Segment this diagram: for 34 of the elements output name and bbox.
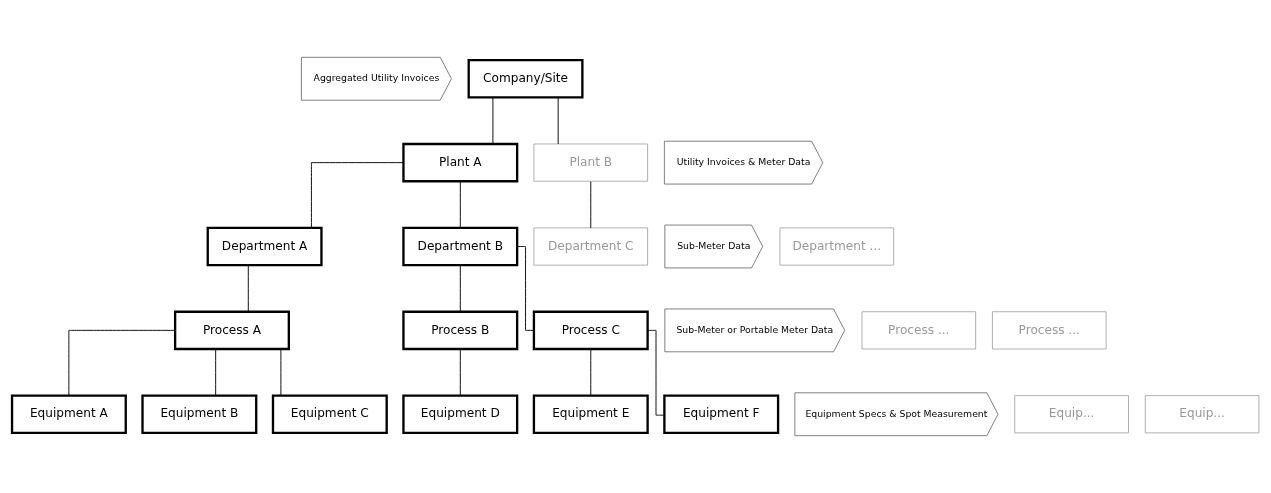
node-box: Process A bbox=[173, 310, 290, 351]
connector bbox=[247, 265, 249, 313]
node-box: Process C bbox=[532, 310, 649, 351]
connector bbox=[557, 97, 559, 145]
connector bbox=[647, 329, 665, 416]
node-box: Equipment C bbox=[271, 394, 388, 435]
node-box: Process ... bbox=[861, 311, 977, 350]
node-box: Equip... bbox=[1144, 395, 1260, 434]
node-box: Plant A bbox=[402, 142, 519, 183]
node-box: Equipment A bbox=[10, 394, 127, 435]
node-box: Department C bbox=[533, 227, 649, 266]
connector bbox=[215, 348, 217, 397]
node-box: Company/Site bbox=[467, 58, 584, 99]
connector bbox=[280, 348, 282, 397]
connector bbox=[310, 162, 404, 228]
connector bbox=[590, 348, 592, 397]
node-box: Process ... bbox=[991, 311, 1107, 350]
connector bbox=[459, 181, 461, 229]
connector bbox=[68, 329, 176, 396]
connector bbox=[459, 265, 461, 313]
node-box: Department A bbox=[206, 226, 323, 267]
connector bbox=[590, 181, 592, 229]
node-box: Department B bbox=[402, 226, 519, 267]
connector bbox=[516, 246, 535, 331]
connector bbox=[492, 97, 494, 145]
node-box: Equipment F bbox=[663, 394, 780, 435]
node-box: Process B bbox=[402, 310, 519, 351]
node-box: Equipment D bbox=[402, 394, 519, 435]
node-box: Equipment B bbox=[141, 394, 258, 435]
node-box: Equip... bbox=[1014, 395, 1129, 434]
node-box: Equipment E bbox=[532, 394, 649, 435]
node-box: Plant B bbox=[533, 143, 649, 182]
connector bbox=[459, 348, 461, 397]
node-box: Department ... bbox=[779, 227, 895, 266]
